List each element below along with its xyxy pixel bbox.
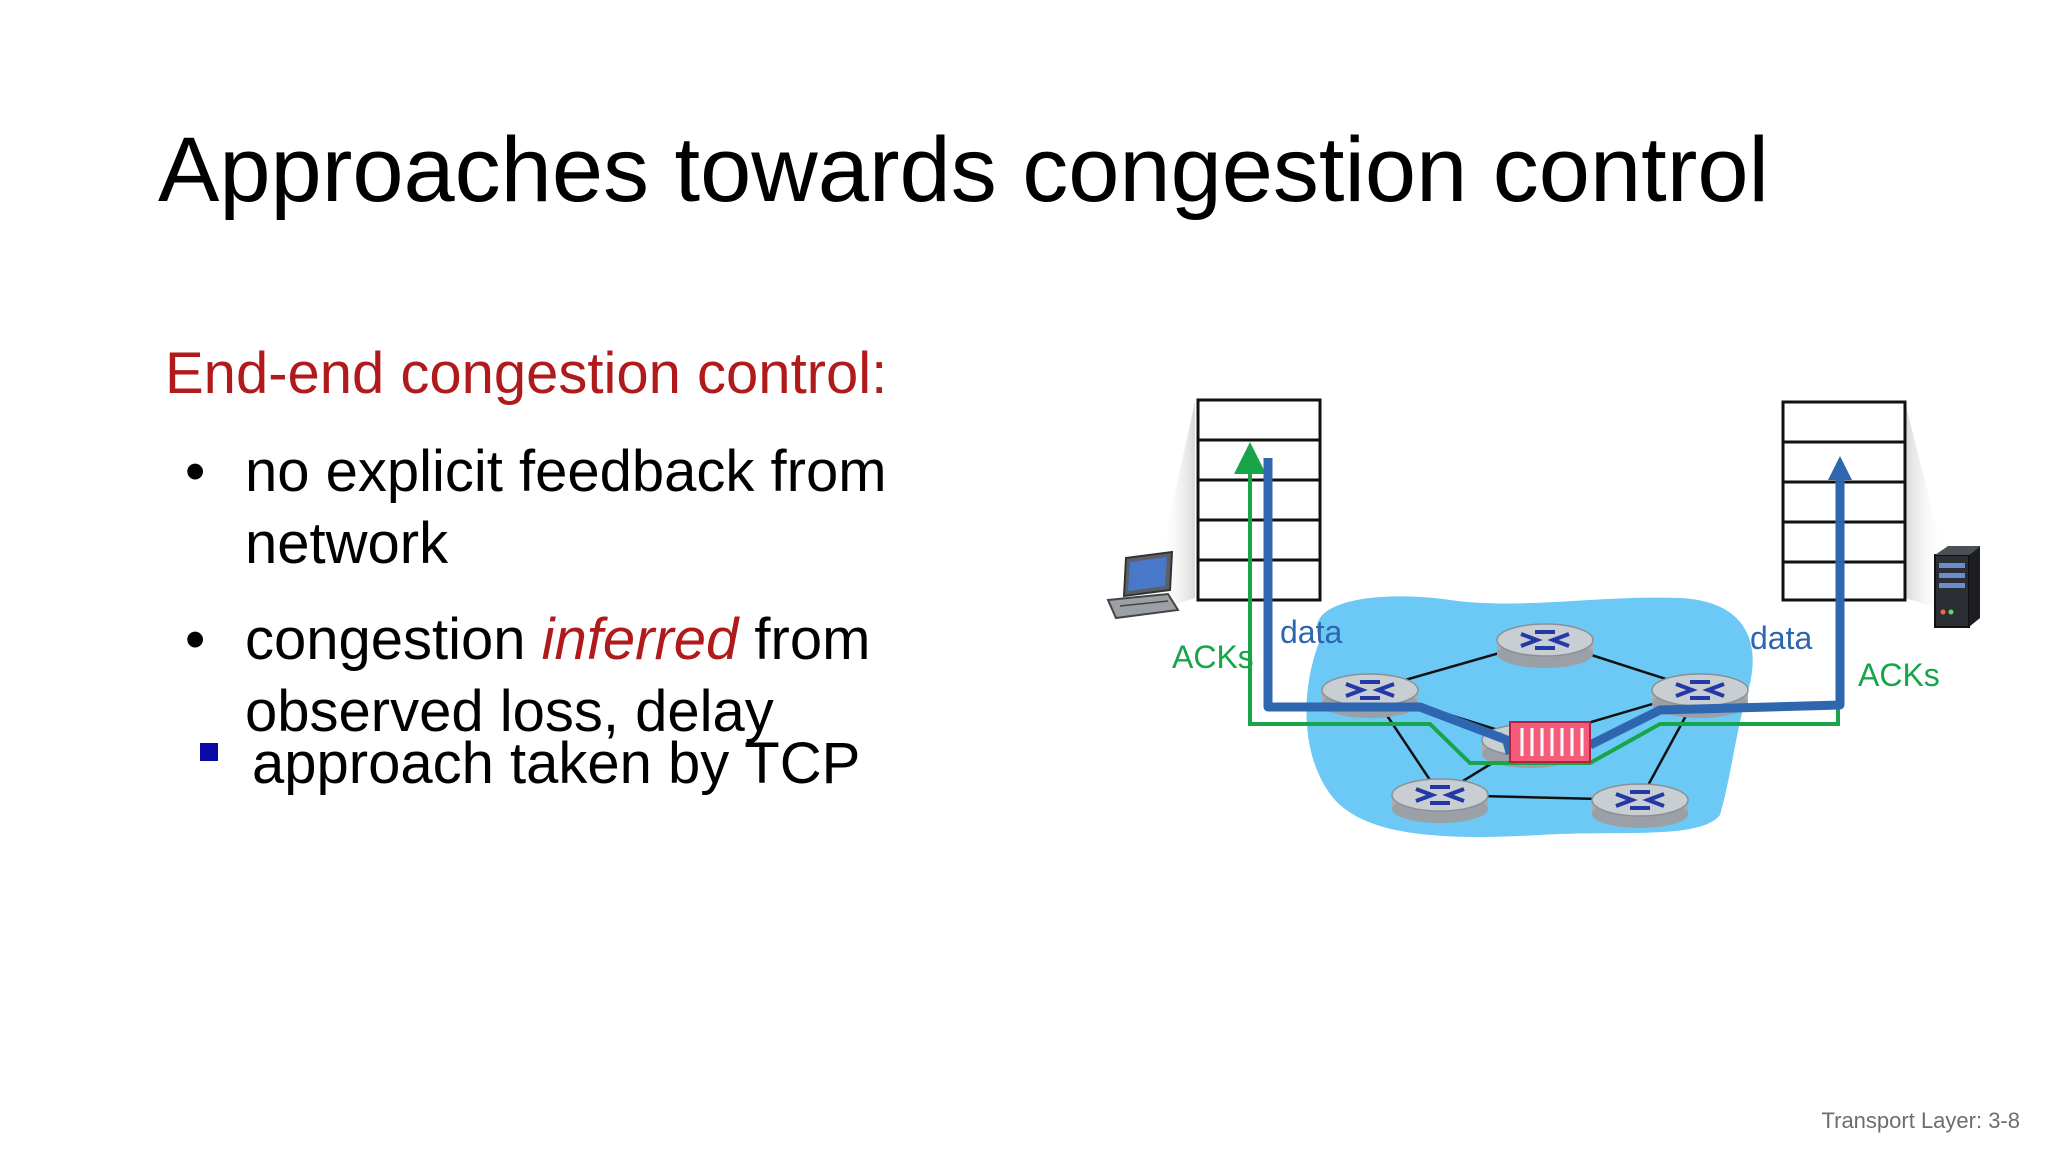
sender-window-stack (1196, 398, 1322, 602)
laptop-icon (1106, 550, 1180, 620)
data-label-right: data (1750, 620, 1812, 656)
data-path (1587, 470, 1845, 750)
router-icon (1496, 623, 1594, 668)
subheading: End-end congestion control: (165, 341, 888, 406)
bullet-dot-icon: • (185, 439, 206, 504)
bullet-text-post: from observed loss, delay (245, 607, 871, 744)
ack-label-right: ACKs (1858, 657, 1940, 693)
bullet-dot-icon: • (185, 607, 206, 672)
router-icon (1391, 778, 1489, 823)
data-arrow-head (1828, 456, 1852, 480)
square-bullet-icon (200, 743, 218, 761)
bullet-text: congestion inferred from observed loss, … (245, 604, 1005, 748)
slide-footer: Transport Layer: 3-8 (1821, 1108, 2021, 1133)
router-icon (1591, 783, 1689, 828)
bullet-text-pre: congestion (245, 607, 542, 672)
queue-icon (1509, 721, 1591, 763)
ack-label-left: ACKs (1172, 639, 1254, 675)
bullet-text: no explicit feedback from network (245, 439, 887, 576)
data-path (1263, 458, 1522, 750)
slide-title: Approaches towards congestion control (158, 119, 1769, 221)
sub-bullet-text: approach taken by TCP (252, 731, 861, 796)
network-cloud (1306, 596, 1753, 837)
bullet-text-emphasis: inferred (541, 607, 739, 672)
data-label-left: data (1280, 614, 1342, 650)
server-icon (1934, 546, 1980, 628)
